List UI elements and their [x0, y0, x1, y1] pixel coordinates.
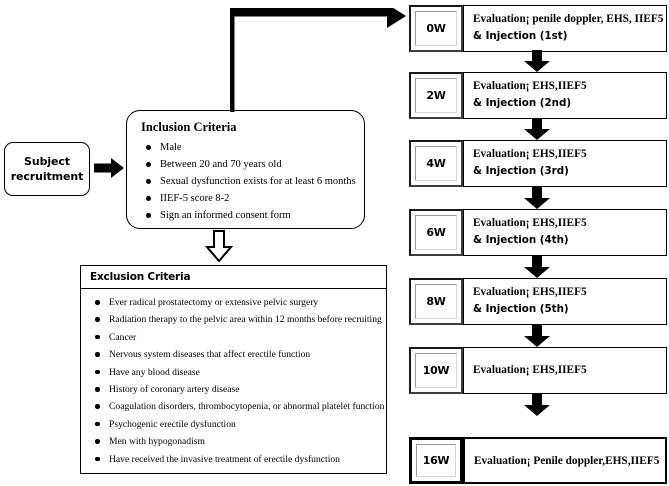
list-item: Cancer — [85, 329, 382, 346]
arrow-down-icon — [524, 394, 550, 416]
list-item: History of coronary artery disease — [85, 381, 382, 398]
week-badge-inner — [415, 11, 457, 46]
week-label: 2W — [426, 89, 446, 102]
week-badge-4w: 4W — [409, 140, 463, 187]
timeline-desc-6w: Evaluation¡ EHS,IIEF5 & Injection (4th) — [463, 209, 667, 256]
list-item: Men with hypogonadism — [85, 433, 382, 450]
week-badge-inner — [415, 146, 457, 181]
timeline-desc-line1: Evaluation¡ EHS,IIEF5 — [473, 217, 587, 229]
list-item: Nervous system diseases that affect erec… — [85, 346, 382, 363]
week-badge-10w: 10W — [409, 347, 463, 394]
exclusion-criteria-box: Exclusion Criteria Ever radical prostate… — [80, 265, 387, 474]
arrow-down-icon — [524, 187, 550, 209]
list-item: Have received the invasive treatment of … — [85, 451, 382, 468]
timeline-desc-16w: Evaluation¡ Penile doppler,EHS,IIEF5 — [463, 437, 667, 484]
timeline-row-8w: 8W Evaluation¡ EHS,IIEF5 & Injection (5t… — [409, 278, 667, 325]
timeline-desc-line1: Evaluation¡ EHS,IIEF5 — [473, 80, 587, 92]
timeline-desc-0w: Evaluation¡ penile doppler, EHS, IIEF5 &… — [463, 5, 667, 52]
week-badge-inner — [415, 353, 457, 388]
arrow-down-icon — [524, 256, 550, 278]
list-item: Male — [139, 139, 354, 156]
list-item: Have any blood disease — [85, 364, 382, 381]
exclusion-criteria-title: Exclusion Criteria — [81, 266, 386, 289]
inclusion-criteria-box: Inclusion Criteria Male Between 20 and 7… — [126, 110, 365, 229]
timeline-row-10w: 10W Evaluation¡ EHS,IIEF5 — [409, 347, 667, 394]
list-item: Ever radical prostatectomy or extensive … — [85, 294, 382, 311]
week-label: 10W — [422, 364, 450, 377]
arrow-down-icon — [524, 325, 550, 347]
timeline-desc-4w: Evaluation¡ EHS,IIEF5 & Injection (3rd) — [463, 140, 667, 187]
timeline-desc-line2: & Injection (2nd) — [473, 97, 572, 109]
week-badge-inner — [416, 444, 456, 477]
timeline-desc-line2: & Injection (3rd) — [473, 165, 569, 177]
subject-recruitment-line2: recruitment — [10, 170, 84, 183]
week-label: 0W — [426, 22, 446, 35]
elbow-connector-arrow-icon — [230, 8, 406, 112]
timeline-desc-line1: Evaluation¡ EHS,IIEF5 — [473, 364, 587, 376]
timeline-row-16w: 16W Evaluation¡ Penile doppler,EHS,IIEF5 — [409, 437, 667, 484]
timeline-desc-line2: & Injection (5th) — [473, 303, 569, 315]
week-badge-inner — [415, 215, 457, 250]
week-label: 16W — [422, 454, 450, 467]
inclusion-criteria-title: Inclusion Criteria — [141, 120, 237, 134]
exclusion-criteria-list: Ever radical prostatectomy or extensive … — [85, 294, 384, 468]
week-label: 6W — [426, 226, 446, 239]
arrow-down-icon — [524, 118, 550, 140]
week-label: 8W — [426, 295, 446, 308]
week-badge-8w: 8W — [409, 278, 463, 325]
timeline-desc-line1: Evaluation¡ penile doppler, EHS, IIEF5 — [473, 13, 664, 25]
week-label: 4W — [426, 157, 446, 170]
week-badge-inner — [415, 284, 457, 319]
exclusion-criteria-body: Ever radical prostatectomy or extensive … — [81, 289, 386, 472]
timeline-desc-8w: Evaluation¡ EHS,IIEF5 & Injection (5th) — [463, 278, 667, 325]
week-badge-0w: 0W — [409, 5, 463, 52]
timeline-desc-10w: Evaluation¡ EHS,IIEF5 — [463, 347, 667, 394]
arrow-down-icon — [524, 50, 550, 72]
subject-recruitment-line1: Subject — [24, 155, 70, 168]
subject-recruitment-box: Subject recruitment — [4, 142, 90, 196]
list-item: Radiation therapy to the pelvic area wit… — [85, 311, 382, 328]
timeline-row-4w: 4W Evaluation¡ EHS,IIEF5 & Injection (3r… — [409, 140, 667, 187]
list-item: Between 20 and 70 years old — [139, 156, 354, 173]
timeline-row-2w: 2W Evaluation¡ EHS,IIEF5 & Injection (2n… — [409, 72, 667, 119]
timeline-desc-line2: & Injection (4th) — [473, 234, 569, 246]
arrow-down-hollow-icon — [205, 230, 233, 262]
timeline-desc-line1: Evaluation¡ EHS,IIEF5 — [473, 286, 587, 298]
timeline-desc-2w: Evaluation¡ EHS,IIEF5 & Injection (2nd) — [463, 72, 667, 119]
timeline-desc-line2: & Injection (1st) — [473, 30, 568, 42]
inclusion-criteria-list: Male Between 20 and 70 years old Sexual … — [139, 139, 356, 224]
list-item: Psychogenic erectile dysfunction — [85, 416, 382, 433]
timeline-desc-line1: Evaluation¡ EHS,IIEF5 — [473, 148, 587, 160]
timeline-desc-line1: Evaluation¡ Penile doppler,EHS,IIEF5 — [474, 455, 660, 467]
timeline-row-6w: 6W Evaluation¡ EHS,IIEF5 & Injection (4t… — [409, 209, 667, 256]
week-badge-2w: 2W — [409, 72, 463, 119]
week-badge-16w: 16W — [409, 437, 463, 484]
arrow-right-icon — [94, 158, 124, 178]
week-badge-inner — [415, 78, 457, 113]
week-badge-6w: 6W — [409, 209, 463, 256]
timeline-row-0w: 0W Evaluation¡ penile doppler, EHS, IIEF… — [409, 5, 667, 52]
list-item: IIEF-5 score 8-2 — [139, 190, 354, 207]
list-item: Sexual dysfunction exists for at least 6… — [139, 173, 356, 190]
list-item: Sign an informed consent form — [139, 207, 354, 224]
list-item: Coagulation disorders, thrombocytopenia,… — [85, 398, 384, 415]
